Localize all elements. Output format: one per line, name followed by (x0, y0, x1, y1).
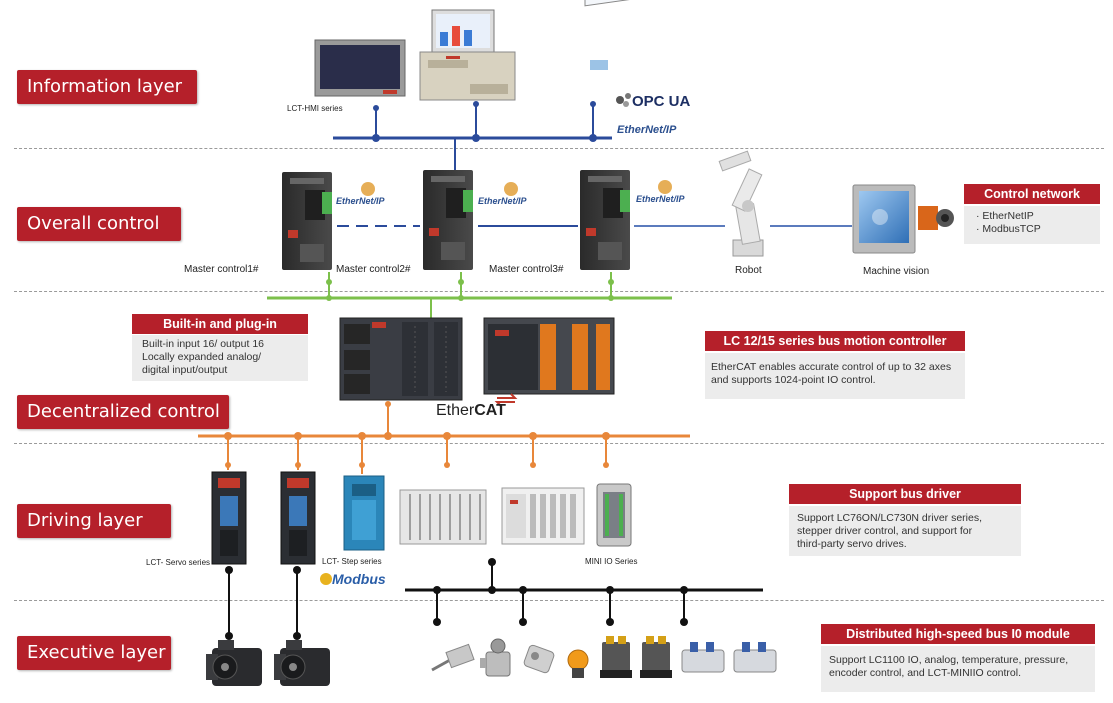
ethernetip-logo-master3: EtherNet/IP (636, 194, 685, 204)
ethernetip-logo-info: EtherNet/IP (617, 124, 677, 136)
builtin-line: digital input/output (142, 364, 228, 376)
io-module-line: Support LC1100 IO, analog, temperature, … (829, 654, 1069, 666)
machine-vision-icon (852, 184, 954, 254)
lc-series-line: EtherCAT enables accurate control of up … (711, 361, 952, 373)
robot-caption: Robot (735, 265, 762, 276)
ethercat-arrow-icon (494, 393, 518, 407)
executive-layer-label: Executive layer (17, 636, 171, 670)
vision-caption: Machine vision (863, 266, 930, 277)
overall-control-label: Overall control (17, 207, 181, 241)
pressure-valve-icon (480, 638, 511, 677)
io-terminal-block-icon (399, 489, 487, 545)
sensor-probe-icon (431, 643, 475, 672)
ethercat-logo-cat: CAT (474, 402, 506, 419)
master-controller-1-icon (282, 172, 332, 270)
opcua-logo-icon (616, 93, 631, 107)
indicator-lamp-icon (567, 649, 589, 678)
decentralized-control-label: Decentralized control (17, 395, 229, 429)
solenoid-valve-1-icon (681, 642, 725, 673)
driving-layer-label: Driving layer (17, 504, 171, 538)
information-layer-label: Information layer (17, 70, 197, 104)
bus-driver-line: third-party servo drives. (797, 538, 907, 550)
layer-separator (14, 600, 1104, 601)
ethernetip-globe-icon (361, 182, 375, 196)
bus-driver-line: stepper driver control, and support for (797, 525, 973, 537)
control-network-line: · EtherNetIP (976, 210, 1034, 222)
io-module-line: encoder control, and LCT-MINIIO control. (829, 667, 1021, 679)
ethercat-logo-ether: Ether (436, 402, 475, 419)
relay-1-icon (600, 636, 632, 678)
ethernetip-globe-icon (504, 182, 518, 196)
lc-series-line: and supports 1024-point IO control. (711, 374, 876, 386)
robot-arm-icon (718, 150, 764, 257)
control-network-body: · EtherNetIP · ModbusTCP (964, 206, 1100, 244)
software-windows-icon (584, 0, 641, 70)
builtin-title: Built-in and plug-in (132, 314, 308, 334)
master-controller-3-icon (580, 170, 630, 270)
io-expansion-controller-icon (483, 317, 615, 395)
relay-2-icon (640, 636, 672, 678)
master-controller-2-icon (423, 170, 473, 270)
mini-io-caption: MINI IO Series (585, 557, 638, 566)
servo-motor-2-icon (274, 640, 330, 686)
modbus-logo: Modbus (332, 571, 386, 587)
ethernetip-globe-icon (658, 180, 672, 194)
control-network-title: Control network (964, 184, 1100, 204)
io-module-title: Distributed high-speed bus I0 module (821, 624, 1095, 644)
ethernetip-logo-master2: EtherNet/IP (478, 196, 527, 206)
layer-separator (14, 148, 1104, 149)
proximity-sensor-icon (523, 644, 555, 674)
servo-drive-1-icon (211, 471, 247, 565)
master1-caption: Master control1# (184, 264, 259, 275)
builtin-line: Locally expanded analog/ (142, 351, 262, 363)
bus-motion-controller-icon (339, 317, 463, 401)
lc-series-title: LC 12/15 series bus motion controller (705, 331, 965, 351)
hmi-panel-icon (314, 39, 406, 97)
servo-caption: LCT- Servo series (146, 558, 211, 567)
builtin-line: Built-in input 16/ output 16 (142, 338, 265, 350)
industrial-pc-icon (419, 9, 516, 101)
servo-drive-2-icon (280, 471, 316, 565)
bus-driver-body: Support LC76ON/LC730N driver series, ste… (789, 506, 1021, 556)
opcua-logo: OPC UA (632, 93, 691, 110)
bus-io-coupler-icon (501, 487, 585, 545)
stepper-drive-icon (343, 475, 385, 551)
step-caption: LCT- Step series (322, 557, 382, 566)
layer-separator (14, 443, 1104, 444)
solenoid-valve-2-icon (733, 642, 777, 673)
master2-caption: Master control2# (336, 264, 411, 275)
bus-driver-line: Support LC76ON/LC730N driver series, (797, 512, 983, 524)
ethercat-logo: EtherCAT (436, 402, 506, 420)
master3-caption: Master control3# (489, 264, 564, 275)
ethernetip-logo-master1: EtherNet/IP (336, 196, 385, 206)
servo-motor-1-icon (206, 640, 262, 686)
builtin-body: Built-in input 16/ output 16 Locally exp… (132, 335, 308, 381)
mini-io-module-icon (596, 483, 632, 547)
lc-series-body: EtherCAT enables accurate control of up … (705, 353, 965, 399)
control-network-line: · ModbusTCP (976, 223, 1041, 235)
layer-separator (14, 291, 1104, 292)
hmi-caption: LCT-HMI series (287, 104, 343, 113)
modbus-logo-icon (320, 573, 332, 585)
io-module-body: Support LC1100 IO, analog, temperature, … (821, 646, 1095, 692)
bus-driver-title: Support bus driver (789, 484, 1021, 504)
